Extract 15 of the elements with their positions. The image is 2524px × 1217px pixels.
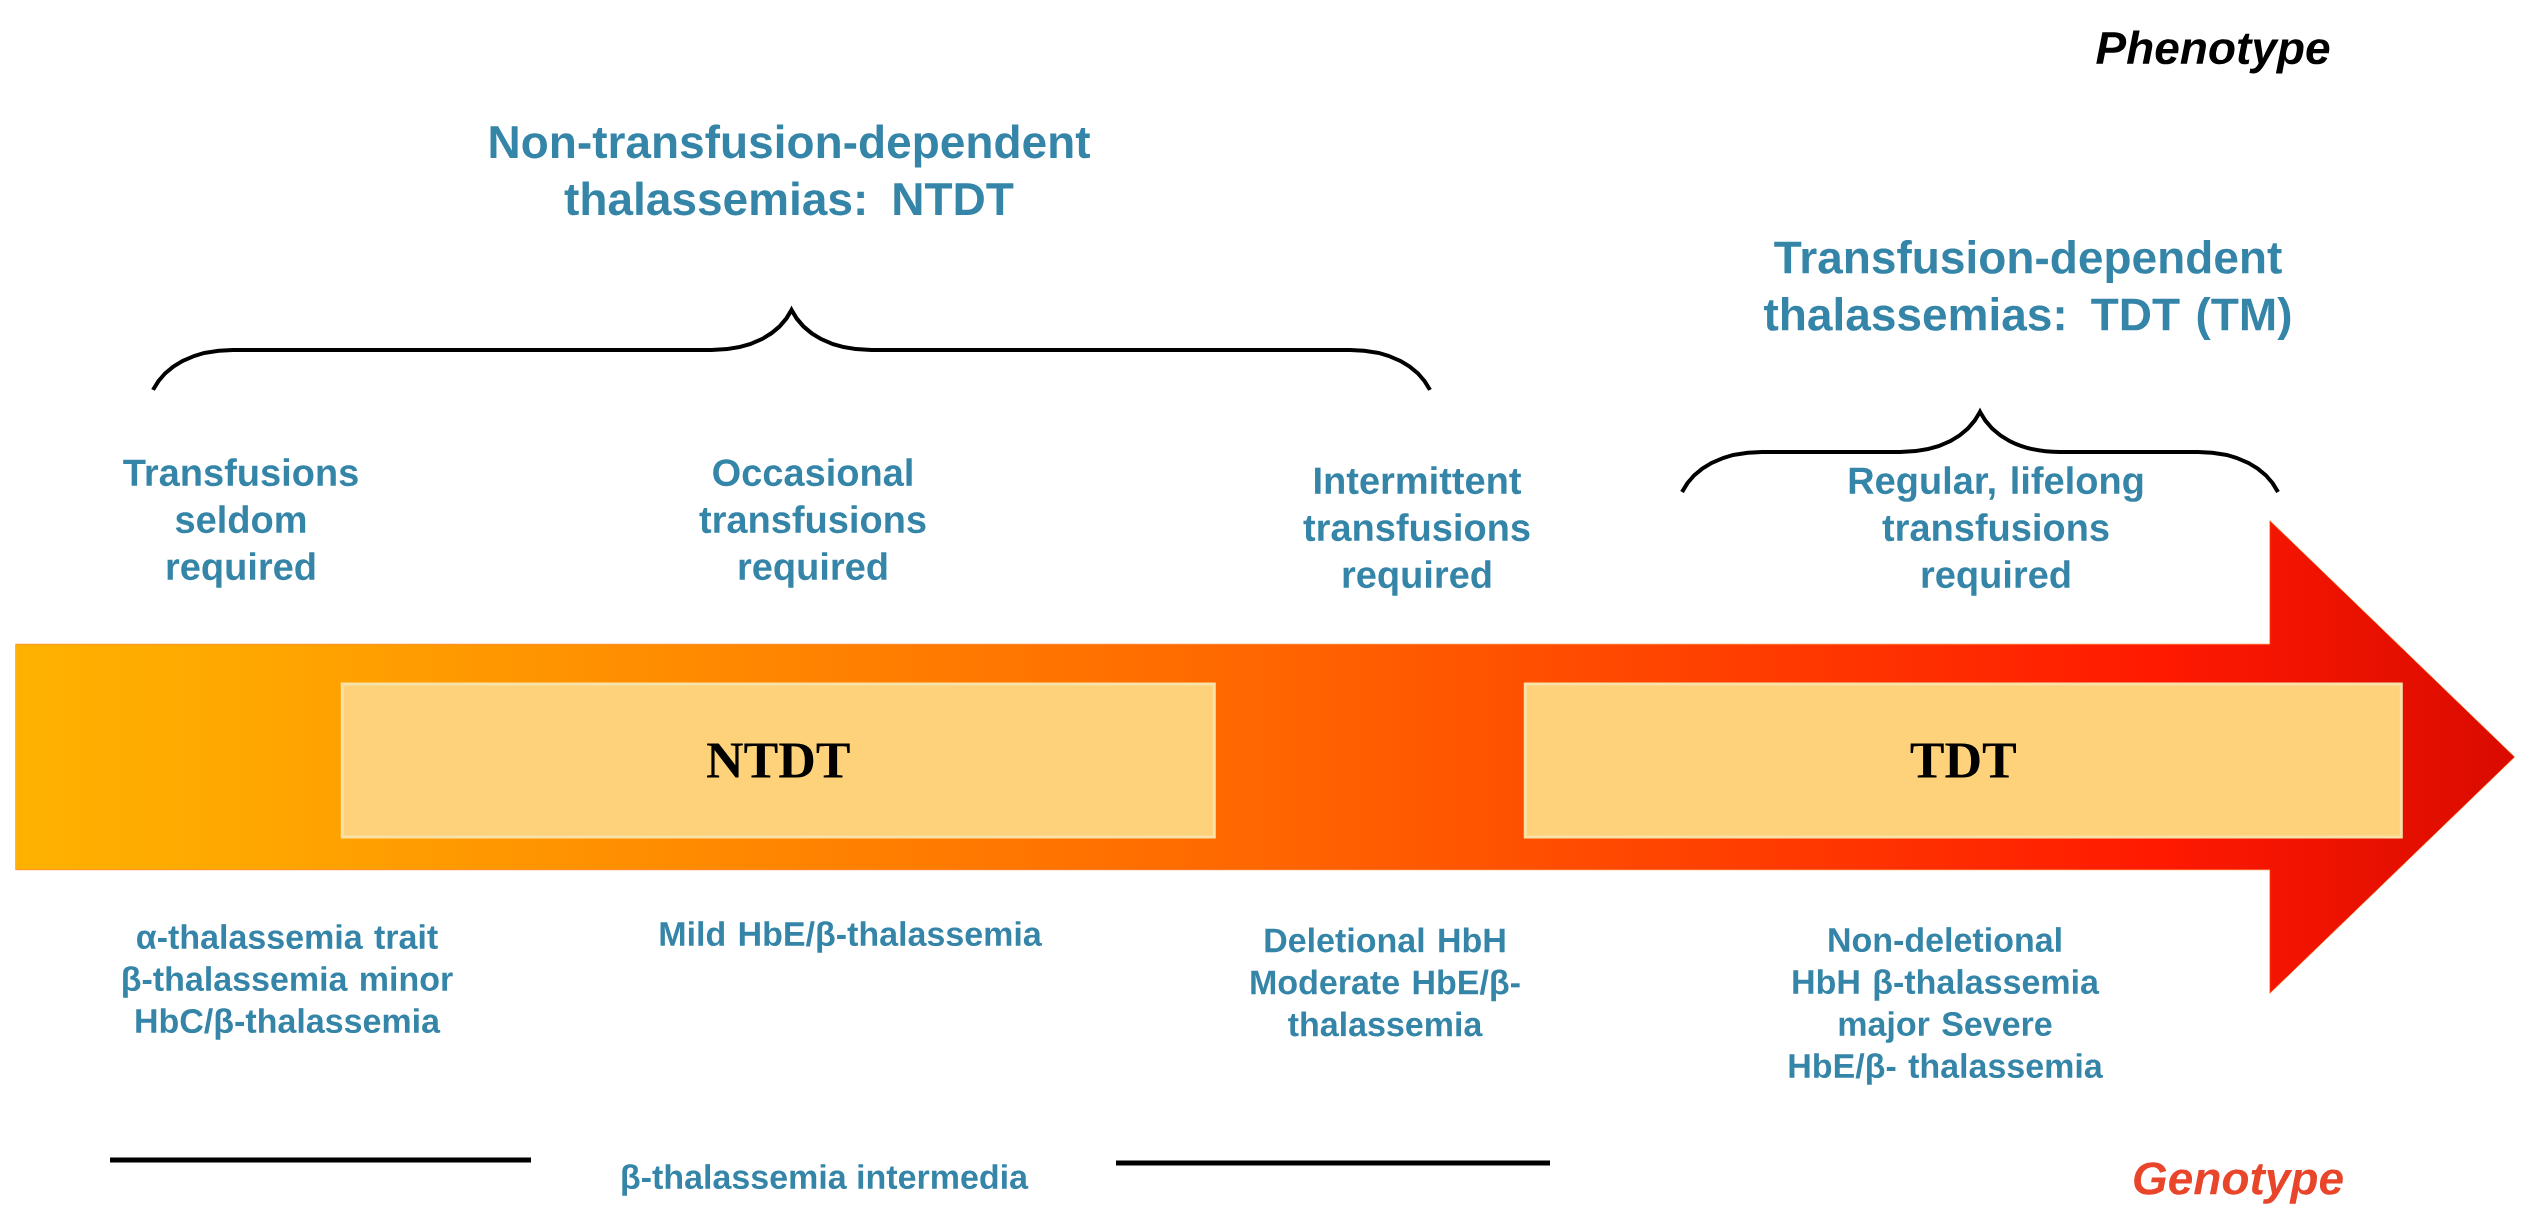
phenotype-label: Occasional transfusions required <box>699 458 926 588</box>
group-heading: Transfusion-dependent thalassemias: TDT (TM) <box>1764 240 2291 340</box>
axis-label: Genotype <box>2134 1162 2343 1204</box>
phenotype-label: Transfusions seldom required <box>123 458 358 588</box>
genotype-label: Mild HbE/β-thalassemia <box>660 921 1042 953</box>
genotype-label: Non-deletional HbH β-thalassemia major Severe HbE/β- thalassemia <box>1789 927 2103 1085</box>
intermedia-label: β-thalassemia intermedia <box>622 1164 1029 1196</box>
phenotype-label: Regular, lifelong transfusions required <box>1849 466 2143 596</box>
label-box: TDT <box>1523 682 2403 839</box>
label-box: NTDT <box>340 682 1216 839</box>
genotype-label: α-thalassemia trait β-thalassemia minor HbC/β-thalassemia <box>123 924 453 1040</box>
genotype-label: Deletional HbH Moderate HbE/β- thalassemia <box>1251 927 1520 1037</box>
group-heading: Non-transfusion-dependent thalassemias: NTDT <box>490 124 1090 216</box>
axis-label: Phenotype <box>2096 30 2330 74</box>
phenotype-label: Intermittent transfusions required <box>1303 466 1530 596</box>
